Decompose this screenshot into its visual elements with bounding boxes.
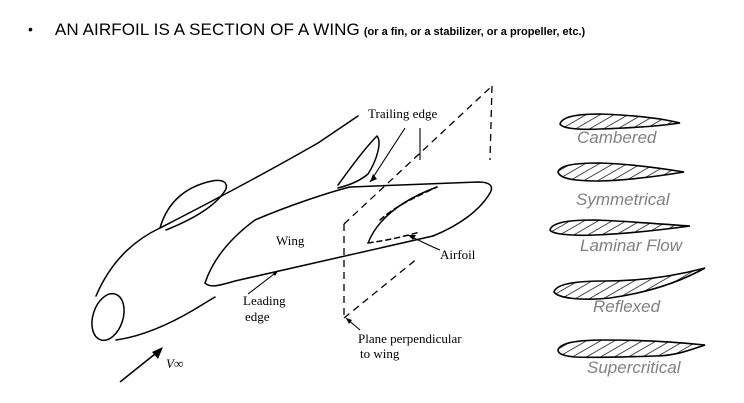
airfoil-shape-symmetrical xyxy=(557,162,685,182)
airfoil-type-label: Supercritical xyxy=(587,358,682,377)
airfoil-type-label: Symmetrical xyxy=(576,190,671,209)
fuselage-top xyxy=(95,115,359,297)
label-plane-1: Plane perpendicular xyxy=(358,331,462,346)
headline: • AN AIRFOIL IS A SECTION OF A WING(or a … xyxy=(28,20,585,40)
label-plane-2: to wing xyxy=(360,346,400,361)
label-velocity: V∞ xyxy=(166,356,183,371)
airfoil-shape-cambered xyxy=(559,113,681,131)
airfoil-type-symmetrical xyxy=(557,162,685,182)
airfoil-back xyxy=(379,186,438,221)
airfoil-shape-reflexed xyxy=(553,267,706,300)
wing-tip xyxy=(432,192,491,237)
label-leading-edge-2: edge xyxy=(245,309,270,324)
page-title: AN AIRFOIL IS A SECTION OF A WING xyxy=(54,20,360,39)
airfoil-section-dash xyxy=(367,231,421,244)
bullet: • xyxy=(28,21,33,37)
label-wing: Wing xyxy=(276,233,305,248)
velocity-arrow xyxy=(119,347,163,383)
arrow-leading-edge xyxy=(272,271,278,276)
label-trailing-edge: Trailing edge xyxy=(368,106,437,121)
canopy xyxy=(159,179,228,231)
airfoil-type-cambered xyxy=(559,113,681,131)
arrow-plane xyxy=(346,318,352,324)
plane-right-edge xyxy=(489,85,493,161)
page-subtitle: (or a fin, or a stabilizer, or a propell… xyxy=(363,26,586,38)
tail-fin xyxy=(337,135,380,189)
plane-top-edge xyxy=(343,85,493,225)
aircraft-drawing xyxy=(91,115,493,342)
plane-bottom-edge xyxy=(343,257,419,319)
airfoil-type-label: Reflexed xyxy=(593,297,661,316)
arrow-airfoil xyxy=(408,235,416,240)
fuselage-bottom xyxy=(115,296,216,341)
leader-trailing-edge xyxy=(369,127,406,183)
wing-leading-edge xyxy=(204,235,434,287)
perpendicular-plane xyxy=(343,85,493,319)
airfoil-section xyxy=(367,186,438,244)
airfoil-type-supercritical xyxy=(557,339,706,359)
wing-trailing-edge xyxy=(349,181,493,194)
airfoil-type-label: Cambered xyxy=(577,128,657,147)
airfoil-shape-laminar-flow xyxy=(549,219,691,237)
arrow-trailing-edge xyxy=(370,174,377,182)
wing-root xyxy=(204,186,351,284)
airfoil-shape-supercritical xyxy=(557,339,706,359)
label-airfoil: Airfoil xyxy=(440,247,476,262)
airfoil-type-label: Laminar Flow xyxy=(580,236,684,255)
label-leading-edge-1: Leading xyxy=(243,293,286,308)
intake-ellipse xyxy=(91,292,125,342)
leader-leading-edge xyxy=(247,270,279,295)
